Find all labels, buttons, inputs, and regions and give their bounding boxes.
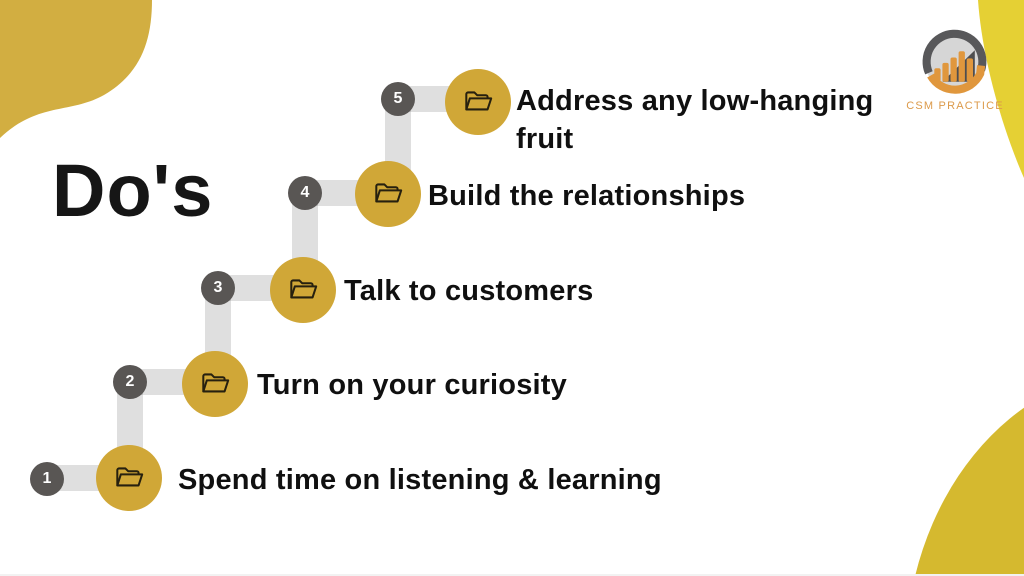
step2-number-badge: 2 [113, 365, 147, 399]
open-folder-icon [116, 467, 144, 487]
step1-number-badge: 1 [30, 462, 64, 496]
step4-icon-circle [355, 161, 421, 227]
open-folder-icon [375, 183, 403, 203]
step2-label: Turn on your curiosity [257, 369, 567, 401]
open-folder-icon [202, 373, 230, 393]
step4-number-badge: 4 [288, 176, 322, 210]
step5-number-badge: 5 [381, 82, 415, 116]
step5-icon-circle [445, 69, 511, 135]
step1-icon-circle [96, 445, 162, 511]
step1-label: Spend time on listening & learning [178, 464, 662, 496]
corner-blob-top-left [0, 0, 152, 138]
step3-icon-circle [270, 257, 336, 323]
open-folder-icon [290, 279, 318, 299]
step2-icon-circle [182, 351, 248, 417]
bottom-divider [0, 574, 1024, 576]
step5-label: Address any low-hanging fruit [516, 85, 874, 155]
logo-text: CSM PRACTICE [906, 100, 1004, 112]
step3-label: Talk to customers [344, 275, 594, 307]
step4-label: Build the relationships [428, 180, 746, 212]
bar-chart-logo-icon [922, 29, 987, 94]
page-title: Do's [52, 149, 214, 232]
step3-number-badge: 3 [201, 271, 235, 305]
corner-circle-bottom-right [915, 407, 1024, 576]
open-folder-icon [465, 91, 493, 111]
csm-practice-logo: CSM PRACTICE [900, 26, 1010, 112]
